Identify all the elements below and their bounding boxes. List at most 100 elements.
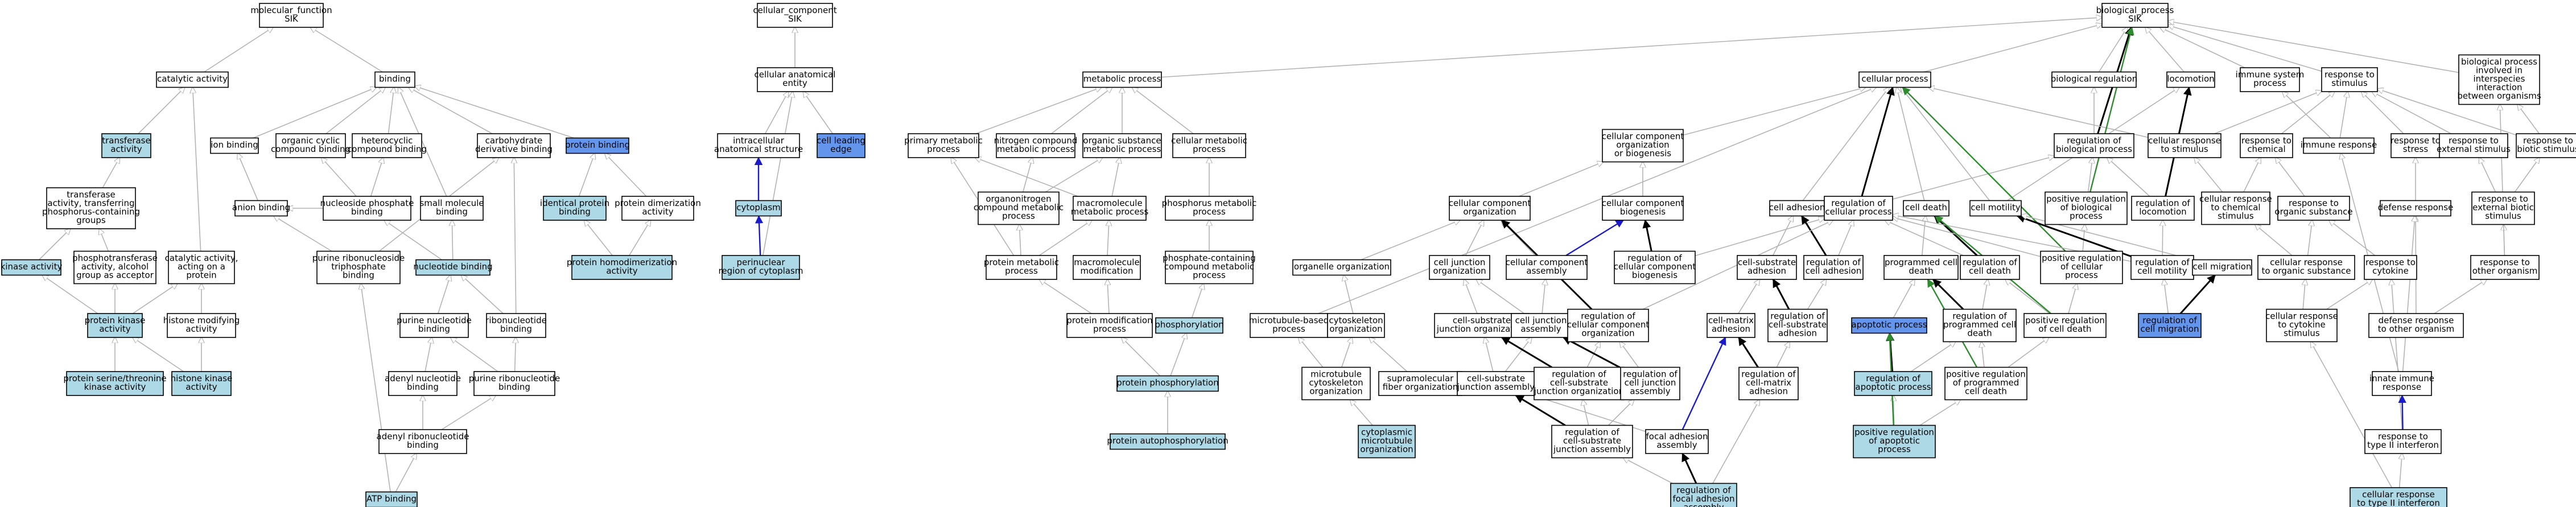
go-term-node-autophos[interactable]: protein autophosphorylation: [1107, 433, 1229, 450]
go-term-node-organelleorg[interactable]: organelle organization: [1292, 259, 1391, 276]
go-term-node-celladh[interactable]: cell adhesion: [1769, 200, 1825, 217]
go-term-node-celldeath[interactable]: cell death: [1903, 200, 1949, 217]
go-term-node-cellproc[interactable]: cellular process: [1858, 71, 1931, 88]
go-term-node-immresp[interactable]: immune response: [2301, 137, 2377, 154]
go-term-node-defense[interactable]: defense response: [2378, 200, 2454, 217]
go-term-node-kinase[interactable]: kinase activity: [1, 259, 63, 276]
go-term-node-protphos[interactable]: protein phosphorylation: [1116, 375, 1219, 392]
go-term-node-phosphorylation[interactable]: phosphorylation: [1155, 317, 1224, 334]
go-term-node-atp[interactable]: ATP binding: [365, 491, 418, 507]
go-term-node-catalytic[interactable]: catalytic activity: [156, 71, 229, 88]
go-term-node-locomotion[interactable]: locomotion: [2166, 71, 2215, 88]
go-term-node-metabolic[interactable]: metabolic process: [1082, 71, 1162, 88]
go-term-node-ionbind[interactable]: ion binding: [210, 137, 259, 154]
go-term-node-cellmig[interactable]: cell migration: [2192, 259, 2252, 276]
go-term-node-apoptotic[interactable]: apoptotic process: [1851, 317, 1927, 334]
go-term-node-nucleotide[interactable]: nucleotide binding: [413, 259, 493, 276]
go-term-node-anionbind[interactable]: anion binding: [232, 200, 290, 217]
go-term-node-binding[interactable]: binding: [374, 71, 415, 88]
go-term-node-protbind[interactable]: protein binding: [565, 137, 630, 154]
